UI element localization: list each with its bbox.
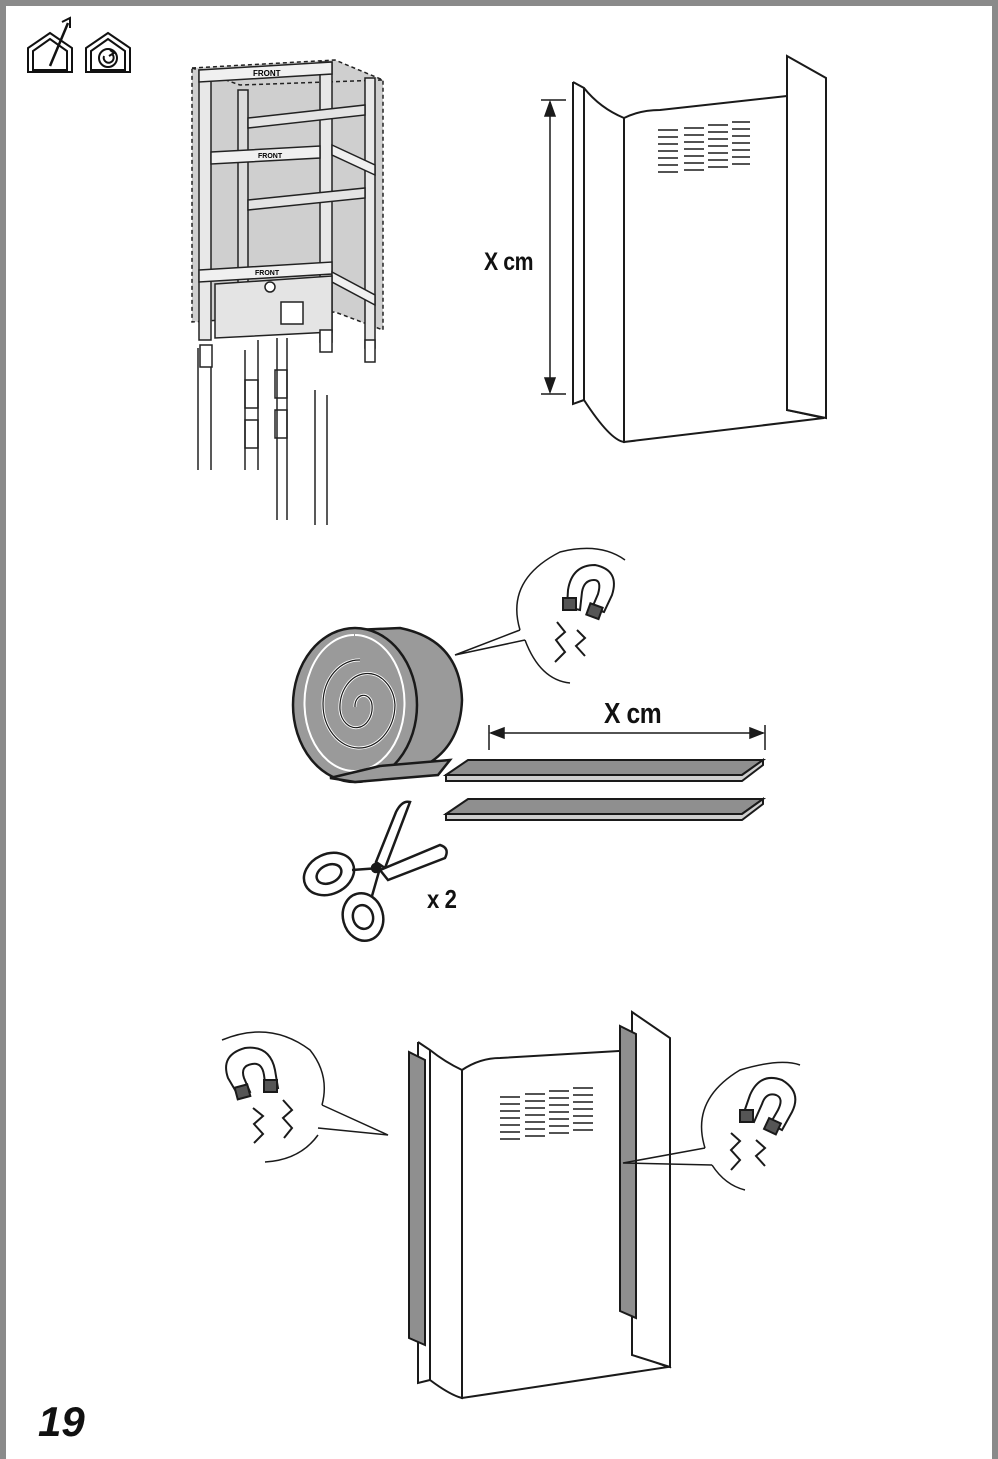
cut-quantity-label: x 2 (427, 884, 457, 914)
magnet-callout-middle (454, 547, 626, 684)
panel-height-dimension (541, 99, 566, 395)
chimney-with-strips-illustration (408, 1010, 672, 1400)
page-number: 19 (38, 1398, 85, 1445)
frame-label-front-bottom: FRONT (255, 270, 280, 277)
chimney-panel-illustration (572, 54, 827, 444)
magnet-icon-right (729, 1076, 797, 1171)
house-recirculation-icon (85, 31, 131, 73)
tape-roll-icon (291, 626, 464, 784)
scissors-icon (302, 800, 448, 943)
magnet-callout-right (622, 1061, 801, 1191)
strip-length-dimension (488, 725, 766, 750)
panel-height-label: X cm (484, 248, 534, 276)
magnet-icon (554, 563, 615, 663)
frame-label-front-top: FRONT (253, 69, 281, 78)
magnet-icon-left (225, 1046, 294, 1144)
magnet-callout-left (221, 1031, 389, 1163)
frame-label-front-mid: FRONT (258, 153, 283, 160)
frame-assembly-illustration (191, 59, 384, 525)
magnetic-strip-2 (442, 797, 767, 821)
strip-length-label: X cm (604, 698, 662, 730)
magnetic-strip-1 (442, 758, 767, 782)
house-install-icon (27, 16, 73, 73)
